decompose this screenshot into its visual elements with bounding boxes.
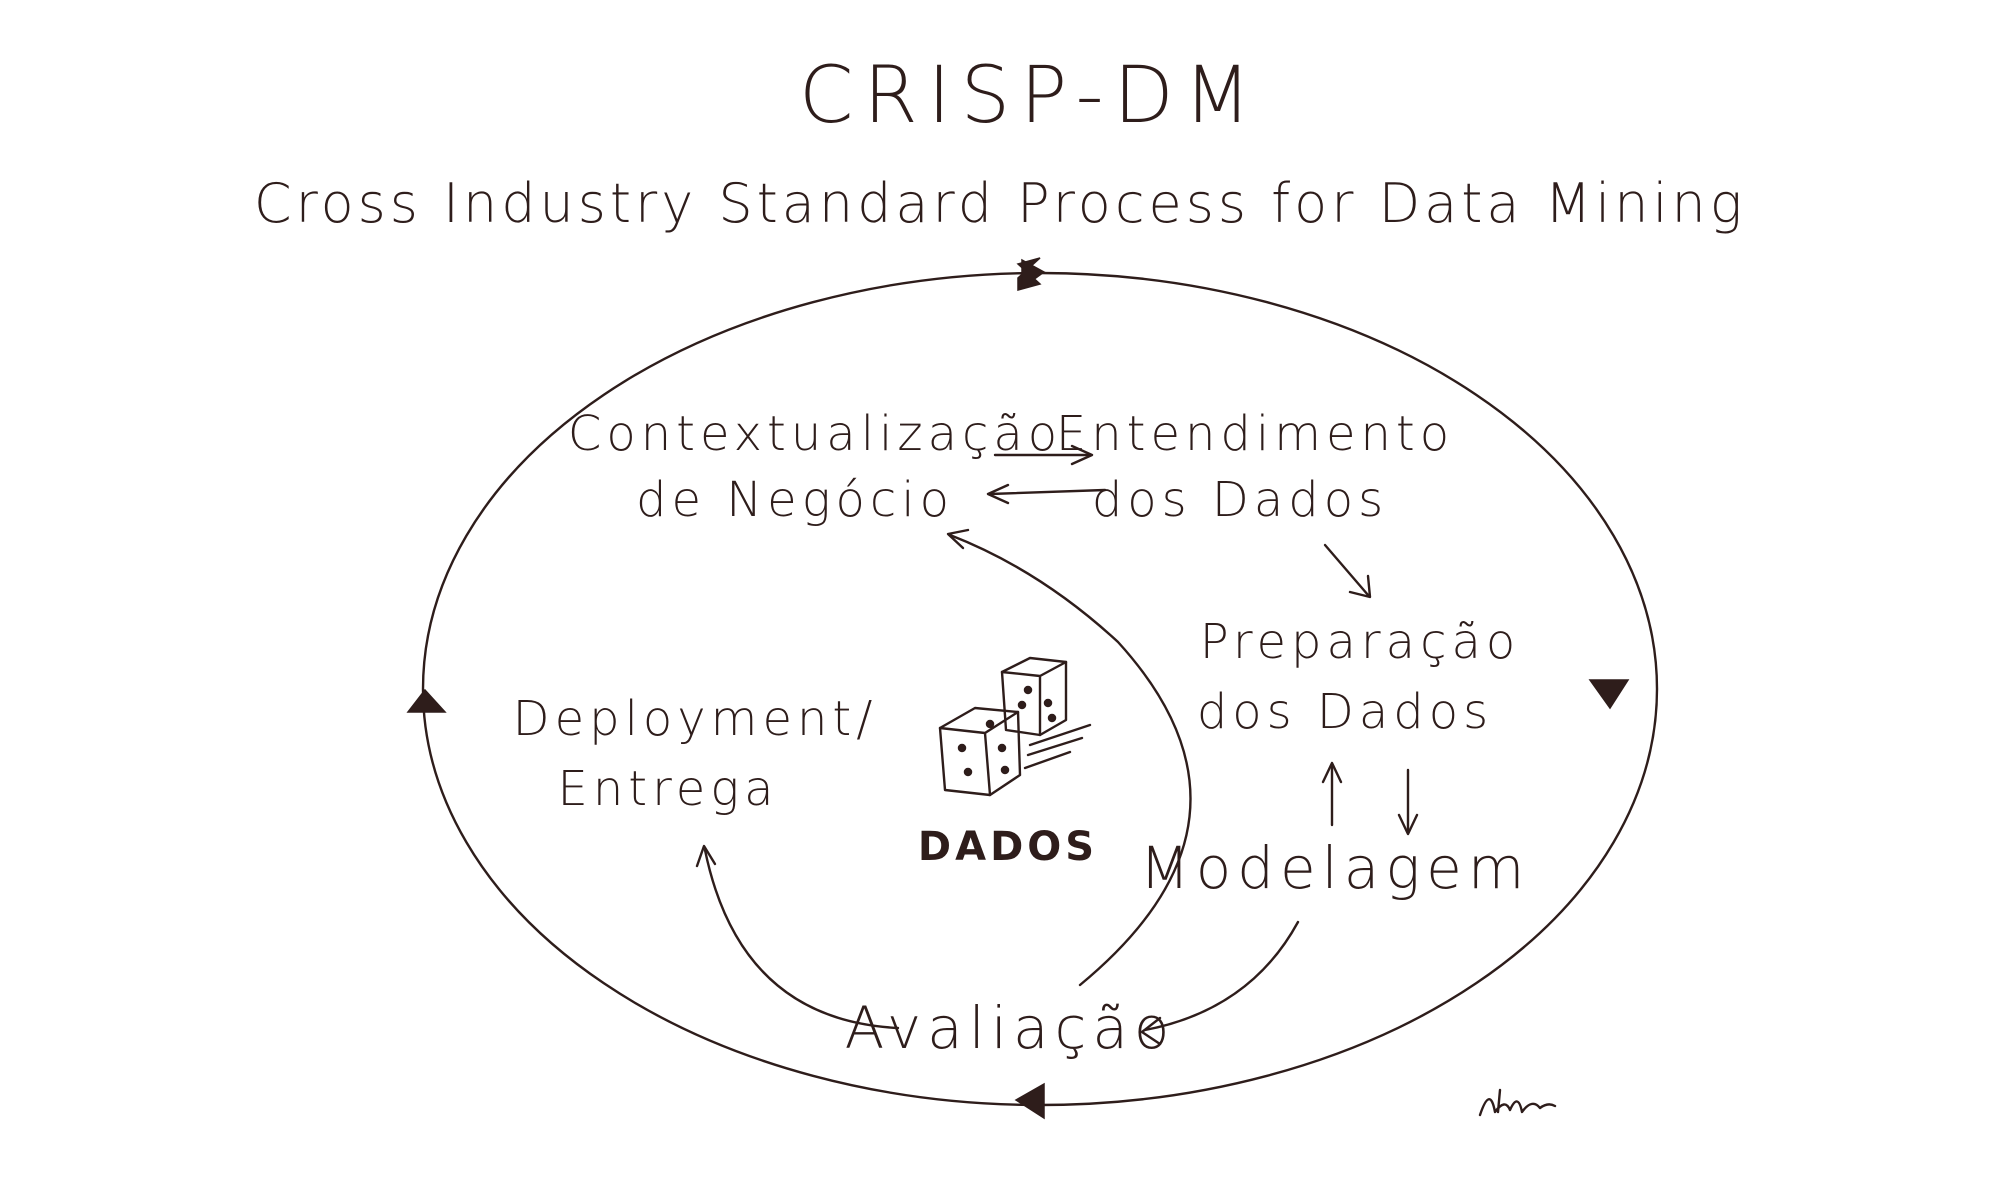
arrow-evaluation-to-deployment [695, 844, 900, 1030]
phase-data-understanding-line-1: Entendimento [1056, 406, 1454, 462]
arrow-data-understanding-to-preparation [1323, 543, 1372, 599]
cycle-arrow-top-icon [1016, 257, 1046, 291]
diagram-title: CRISP-DM [799, 51, 1261, 141]
phase-data-understanding: Entendimento dos Dados [1056, 406, 1454, 528]
phase-deployment-line-1: Deployment/ [513, 691, 878, 747]
phase-data-understanding-line-2: dos Dados [1092, 472, 1388, 528]
phase-deployment-line-2: Entrega [558, 761, 779, 817]
dice-icon [938, 656, 1092, 797]
phase-data-preparation: Preparação dos Dados [1197, 614, 1521, 740]
phase-business-line-2: de Negócio [636, 472, 954, 528]
cycle-arrow-bottom-icon [1014, 1082, 1045, 1120]
arrow-business-to-data-understanding [993, 444, 1094, 466]
arrow-preparation-to-modeling [1397, 768, 1419, 836]
arrow-evaluation-to-business [946, 528, 1192, 987]
signature-scribble [1478, 1088, 1557, 1117]
phase-modeling: Modelagem [1140, 834, 1531, 902]
phase-business-line-1: Contextualização [568, 406, 1062, 462]
phase-data-preparation-line-2: dos Dados [1197, 684, 1493, 740]
phase-data-preparation-line-1: Preparação [1200, 614, 1521, 670]
diagram-subtitle: Cross Industry Standard Process for Data… [254, 172, 1746, 235]
phase-deployment: Deployment/ Entrega [513, 691, 878, 817]
arrow-data-understanding-to-business [986, 483, 1107, 505]
phase-business-understanding: Contextualização de Negócio [568, 406, 1062, 528]
cycle-arrow-right-icon [1588, 679, 1630, 710]
arrow-modeling-to-evaluation [1140, 920, 1300, 1046]
cycle-arrow-left-icon [406, 688, 447, 713]
arrow-modeling-to-preparation [1321, 761, 1343, 827]
center-label: DADOS [918, 824, 1098, 870]
